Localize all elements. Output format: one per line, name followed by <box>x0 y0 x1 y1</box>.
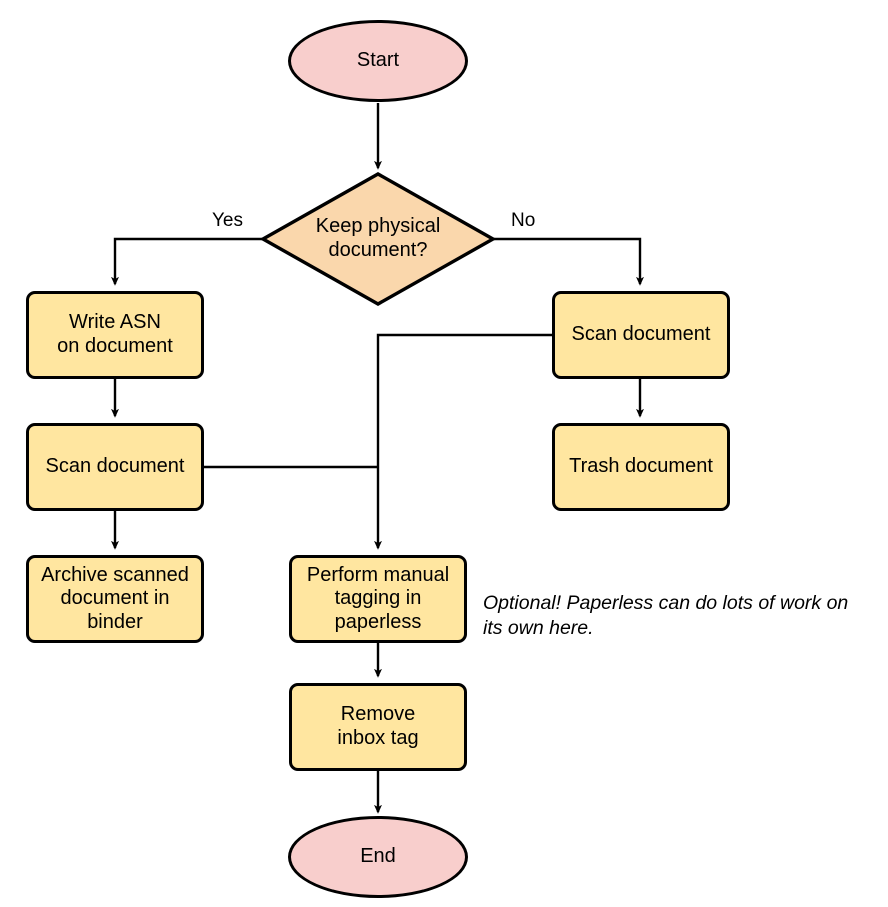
node-end-label: End <box>360 845 396 868</box>
edge-scan-right-to-manual-tagging <box>374 333 552 550</box>
node-manual-tagging-label: Perform manual tagging in paperless <box>306 563 450 633</box>
node-scan-document-right[interactable]: Scan document <box>552 291 730 379</box>
node-trash-document-label: Trash document <box>569 455 713 478</box>
node-perform-manual-tagging-in-paperless[interactable]: Perform manual tagging in paperless <box>289 555 467 643</box>
node-scan-document-right-label: Scan document <box>571 323 711 346</box>
node-scan-document-left[interactable]: Scan document <box>26 423 204 511</box>
node-scan-document-left-label: Scan document <box>45 455 185 478</box>
optional-note: Optional! Paperless can do lots of work … <box>483 592 849 640</box>
node-trash-document[interactable]: Trash document <box>552 423 730 511</box>
node-archive-binder-label: Archive scanned document in binder <box>41 563 189 633</box>
edge-decision-no-to-scan-right <box>493 237 644 286</box>
node-start[interactable]: Start <box>288 20 468 102</box>
edge-decision-yes-to-write-asn <box>111 237 263 286</box>
edge-label-no: No <box>508 210 539 232</box>
node-remove-inbox-tag[interactable]: Remove inbox tag <box>289 683 467 771</box>
node-end[interactable]: End <box>288 816 468 898</box>
node-start-label: Start <box>356 49 400 72</box>
node-archive-scanned-document-in-binder[interactable]: Archive scanned document in binder <box>26 555 204 643</box>
edge-label-yes: Yes <box>209 210 246 232</box>
decision-keep-physical-document[interactable] <box>259 172 497 306</box>
node-write-asn-label: Write ASN on document <box>57 311 173 357</box>
node-write-asn-on-document[interactable]: Write ASN on document <box>26 291 204 379</box>
node-remove-inbox-tag-label: Remove inbox tag <box>337 703 419 749</box>
